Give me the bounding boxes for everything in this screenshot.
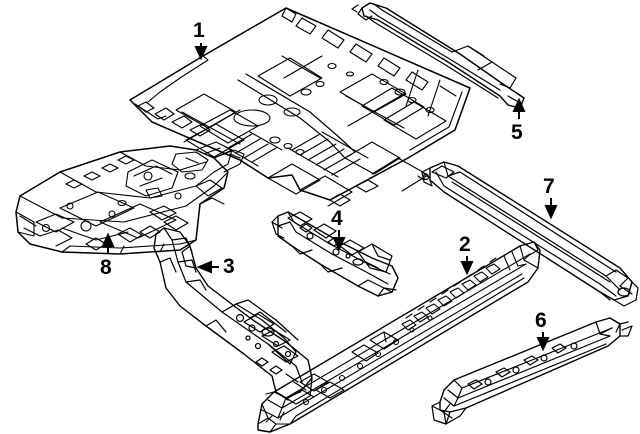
part-frame-rail-kickup[interactable] [153,227,313,405]
callout-label-8[interactable]: 8 [100,256,112,279]
arrowhead-2 [460,261,474,276]
part-front-floor-pan-assembly[interactable] [15,141,245,255]
part-floor-pan-main[interactable] [129,7,471,207]
part-crossmember-bracket[interactable] [271,211,399,297]
arrowhead-4 [332,237,346,252]
callout-label-7[interactable]: 7 [543,175,555,198]
arrowhead-7 [544,205,558,220]
callout-label-4[interactable]: 4 [331,207,343,230]
part-diagonal-brace-rail[interactable] [417,161,639,307]
callout-label-3[interactable]: 3 [223,255,235,278]
callout-leaders [101,43,558,352]
arrowhead-1 [194,46,208,61]
part-rear-crossmember[interactable] [351,2,525,109]
part-rocker-panel-reinforcement[interactable] [431,317,633,425]
arrowhead-6 [536,337,550,352]
callout-label-2[interactable]: 2 [459,233,471,256]
callout-label-6[interactable]: 6 [535,309,547,332]
arrowhead-5 [512,97,526,112]
arrowhead-3 [196,260,212,274]
part-side-sill-rail-right[interactable] [257,241,541,433]
callout-label-5[interactable]: 5 [511,121,523,144]
arrowhead-8 [101,232,115,247]
callout-label-1[interactable]: 1 [193,19,205,42]
